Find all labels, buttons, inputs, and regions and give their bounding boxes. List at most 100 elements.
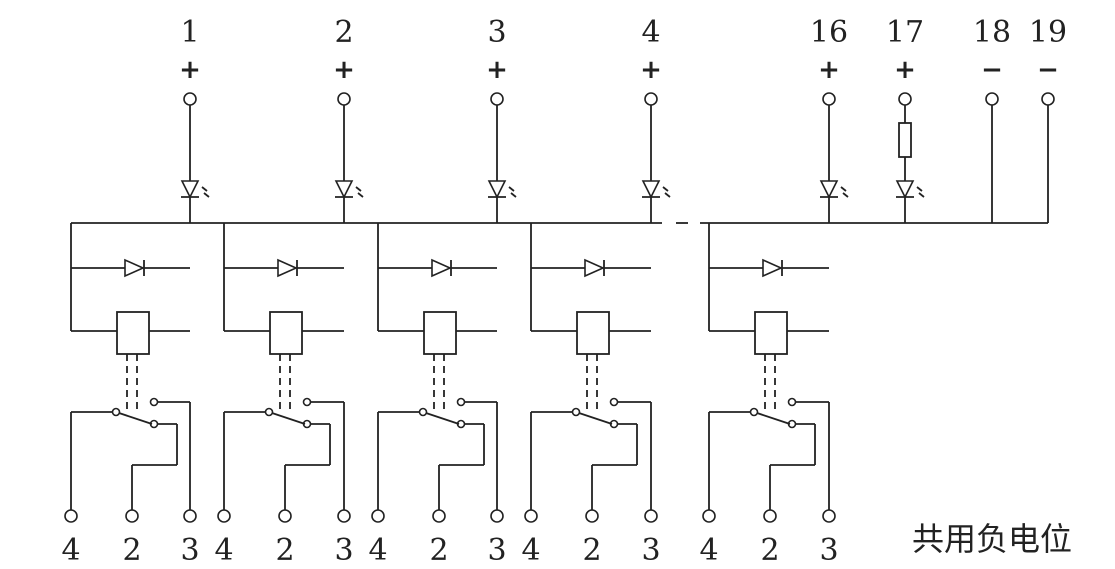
terminal-polarity-4: + bbox=[640, 55, 662, 85]
led-1-triangle bbox=[334, 180, 354, 199]
switch-arm bbox=[271, 412, 306, 425]
output-label-4-3: 3 bbox=[641, 533, 660, 568]
led-17 bbox=[895, 180, 925, 199]
terminal-number-4: 4 bbox=[641, 15, 660, 50]
flyback-diode bbox=[277, 258, 298, 278]
output-label-2-2: 2 bbox=[275, 533, 294, 568]
relay-coil bbox=[269, 311, 303, 355]
flyback-diode bbox=[431, 258, 452, 278]
output-label-4-4: 4 bbox=[521, 533, 540, 568]
terminal-polarity-2: + bbox=[333, 55, 355, 85]
switch-arm bbox=[756, 412, 791, 425]
terminal-node-18 bbox=[985, 92, 999, 106]
led-4 bbox=[819, 180, 849, 199]
terminal-polarity-3: + bbox=[486, 55, 508, 85]
output-label-1-3: 3 bbox=[180, 533, 199, 568]
top-terminal-labels: 1+2+3+4+16+17+18−19− bbox=[179, 15, 1067, 85]
terminal-number-19: 19 bbox=[1029, 15, 1067, 50]
relay-module-5 bbox=[702, 223, 836, 523]
led-4-ray bbox=[840, 186, 849, 198]
relay-coil bbox=[116, 311, 150, 355]
contact-common bbox=[418, 407, 428, 417]
led-0-triangle bbox=[180, 180, 200, 199]
terminal-number-16: 16 bbox=[810, 15, 848, 50]
output-node bbox=[585, 509, 599, 523]
output-node bbox=[217, 509, 231, 523]
output-label-3-3: 3 bbox=[487, 533, 506, 568]
terminal-node-2 bbox=[337, 92, 351, 106]
output-node bbox=[644, 509, 658, 523]
led-0 bbox=[180, 180, 210, 199]
relay-coil bbox=[576, 311, 610, 355]
contact-no bbox=[456, 397, 466, 407]
terminal-polarity-18: − bbox=[981, 55, 1003, 85]
common-negative-note: 共用负电位 bbox=[912, 520, 1072, 558]
wiring bbox=[64, 92, 1055, 523]
led-4-triangle bbox=[819, 180, 839, 199]
output-node bbox=[763, 509, 777, 523]
relay-coil bbox=[754, 311, 788, 355]
led-17-triangle bbox=[895, 180, 915, 199]
terminal-polarity-16: + bbox=[818, 55, 840, 85]
terminal-number-3: 3 bbox=[487, 15, 506, 50]
output-node bbox=[822, 509, 836, 523]
led-2 bbox=[487, 180, 517, 199]
relay-module-1 bbox=[64, 223, 197, 523]
resistor bbox=[898, 122, 912, 158]
flyback-diode bbox=[584, 258, 605, 278]
flyback-diode bbox=[124, 258, 145, 278]
led-3-triangle bbox=[641, 180, 661, 199]
terminal-node-17 bbox=[898, 92, 912, 106]
contact-common bbox=[264, 407, 274, 417]
output-node bbox=[337, 509, 351, 523]
output-label-5-4: 4 bbox=[699, 533, 718, 568]
terminal-number-2: 2 bbox=[334, 15, 353, 50]
output-label-5-3: 3 bbox=[819, 533, 838, 568]
relay-module-2 bbox=[217, 223, 351, 523]
output-label-4-2: 2 bbox=[582, 533, 601, 568]
contact-common bbox=[571, 407, 581, 417]
output-node bbox=[183, 509, 197, 523]
led-3 bbox=[641, 180, 671, 199]
output-node bbox=[371, 509, 385, 523]
terminal-node-19 bbox=[1041, 92, 1055, 106]
output-label-5-2: 2 bbox=[760, 533, 779, 568]
output-node bbox=[278, 509, 292, 523]
output-label-3-4: 4 bbox=[368, 533, 387, 568]
led-1 bbox=[334, 180, 364, 199]
contact-no bbox=[149, 397, 159, 407]
switch-arm bbox=[118, 412, 153, 425]
terminal-polarity-19: − bbox=[1037, 55, 1059, 85]
led-3-ray bbox=[662, 186, 671, 198]
relay-module-4 bbox=[524, 223, 658, 523]
output-label-1-4: 4 bbox=[61, 533, 80, 568]
relay-module-3 bbox=[371, 223, 504, 523]
terminal-number-1: 1 bbox=[180, 15, 199, 50]
output-node bbox=[702, 509, 716, 523]
contact-common bbox=[749, 407, 759, 417]
contact-no bbox=[609, 397, 619, 407]
led-17-ray bbox=[916, 186, 925, 198]
led-1-ray bbox=[355, 186, 364, 198]
switch-arm bbox=[578, 412, 613, 425]
contact-no bbox=[302, 397, 312, 407]
terminal-polarity-1: + bbox=[179, 55, 201, 85]
terminal-node-1 bbox=[183, 92, 197, 106]
output-label-3-2: 2 bbox=[429, 533, 448, 568]
relay-coil bbox=[423, 311, 457, 355]
terminal-node-3 bbox=[490, 92, 504, 106]
led-0-ray bbox=[201, 186, 210, 198]
terminal-number-17: 17 bbox=[886, 15, 924, 50]
output-node bbox=[524, 509, 538, 523]
terminal-number-18: 18 bbox=[973, 15, 1011, 50]
led-2-triangle bbox=[487, 180, 507, 199]
led-2-ray bbox=[508, 186, 517, 198]
terminal-polarity-17: + bbox=[894, 55, 916, 85]
contact-common bbox=[111, 407, 121, 417]
terminal-node-16 bbox=[822, 92, 836, 106]
output-label-2-3: 3 bbox=[334, 533, 353, 568]
output-label-1-2: 2 bbox=[122, 533, 141, 568]
contact-no bbox=[787, 397, 797, 407]
